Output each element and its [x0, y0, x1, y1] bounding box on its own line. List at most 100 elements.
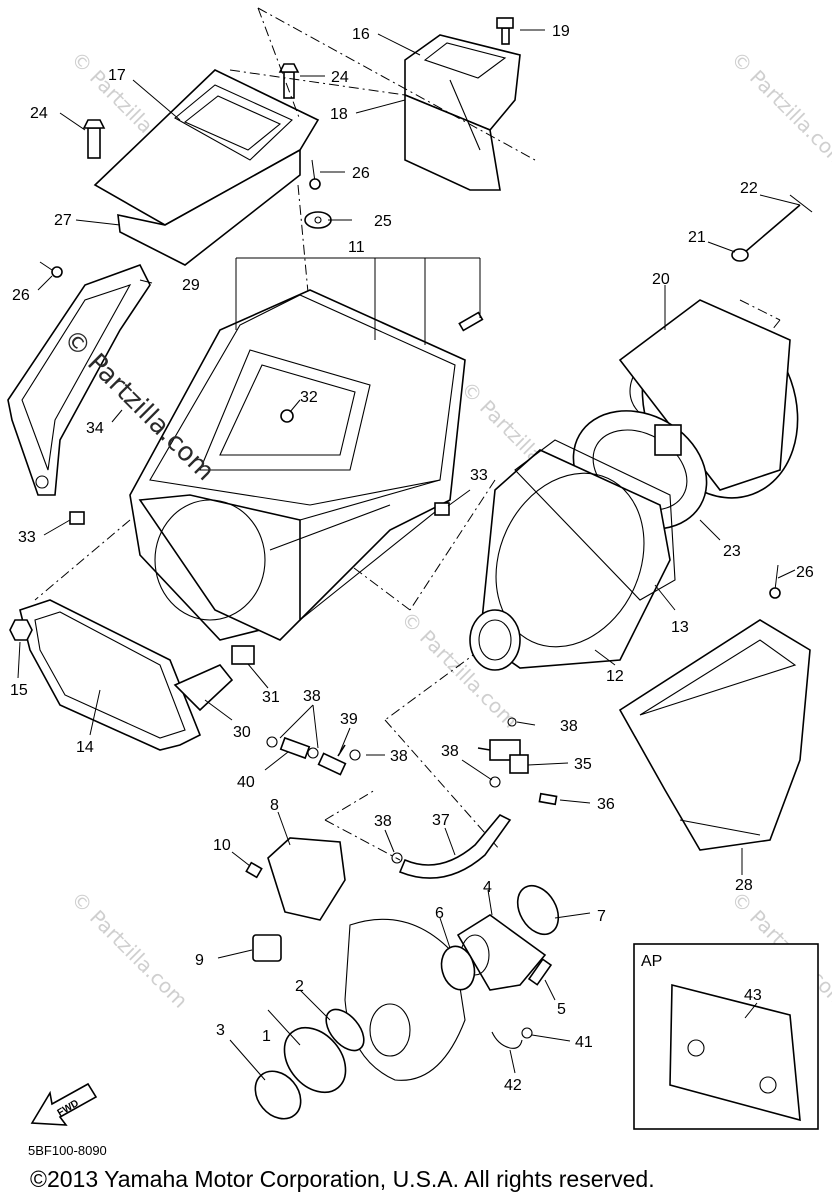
engine-outline — [344, 918, 466, 1081]
label-14: 14 — [76, 739, 94, 756]
label-13: 13 — [671, 619, 689, 636]
label-26-left: 26 — [12, 287, 30, 304]
label-38-a: 38 — [303, 688, 321, 705]
label-24-right: 24 — [331, 69, 349, 86]
rivet-26-right — [769, 564, 781, 599]
label-38-e: 38 — [374, 813, 392, 830]
gasket-6 — [440, 945, 476, 991]
label-38-c: 38 — [560, 718, 578, 735]
bolt-22 — [744, 194, 813, 253]
svg-text:© Partzilla.com: © Partzilla.com — [66, 887, 192, 1013]
diagram-code: 5BF100-8090 — [28, 1143, 107, 1158]
label-4: 4 — [483, 879, 492, 896]
clamp-7 — [516, 884, 560, 936]
label-36: 36 — [597, 796, 615, 813]
nut-15 — [9, 619, 33, 641]
label-40: 40 — [237, 774, 255, 791]
rivet-26-left — [39, 261, 63, 278]
label-31: 31 — [262, 689, 280, 706]
label-33-right: 33 — [470, 467, 488, 484]
label-16: 16 — [352, 26, 370, 43]
label-22: 22 — [740, 180, 758, 197]
label-33-left: 33 — [18, 529, 36, 546]
label-42: 42 — [504, 1077, 522, 1094]
label-30: 30 — [233, 724, 251, 741]
label-26-top: 26 — [352, 165, 370, 182]
label-41: 41 — [575, 1034, 593, 1051]
label-11: 11 — [348, 239, 365, 256]
label-7: 7 — [597, 908, 606, 925]
label-9: 9 — [195, 952, 204, 969]
assembly-guide-lines — [34, 7, 781, 861]
bolt-24-left — [82, 119, 106, 159]
hose-40 — [279, 736, 311, 760]
air-box-11 — [129, 289, 466, 641]
label-21: 21 — [688, 229, 706, 246]
label-17: 17 — [108, 67, 126, 84]
hose-37 — [398, 814, 512, 879]
stay-33-right — [434, 502, 450, 516]
rivet-26-top — [309, 159, 321, 190]
label-6: 6 — [435, 905, 444, 922]
label-2: 2 — [295, 978, 304, 995]
band-41 — [521, 1027, 533, 1039]
label-37: 37 — [432, 812, 450, 829]
bolt-11 — [458, 311, 484, 332]
label-24-left: 24 — [30, 105, 48, 122]
cover-8 — [267, 837, 346, 921]
pipe-30 — [173, 664, 234, 712]
seal-13 — [514, 439, 676, 601]
fwd-arrow-icon — [30, 1082, 98, 1126]
bolt-36 — [538, 792, 558, 806]
bolt-24-right — [278, 63, 300, 99]
screw-19 — [496, 17, 514, 45]
label-32: 32 — [300, 389, 318, 406]
bolt-5 — [527, 958, 553, 986]
stay-33-left — [69, 511, 85, 525]
label-10: 10 — [213, 837, 231, 854]
label-12: 12 — [606, 668, 624, 685]
label-28: 28 — [735, 877, 753, 894]
inset-ap — [633, 943, 819, 1130]
clamp-38-set — [266, 717, 517, 864]
part-labels: 1 2 3 4 5 6 7 8 9 10 11 12 13 14 15 16 1… — [10, 23, 814, 1119]
label-43: 43 — [744, 987, 762, 1004]
damper-31 — [231, 645, 255, 665]
label-35: 35 — [574, 756, 592, 773]
side-cover-28 — [618, 619, 811, 851]
label-20: 20 — [652, 271, 670, 288]
label-15: 15 — [10, 682, 28, 699]
label-19: 19 — [552, 23, 570, 40]
label-8: 8 — [270, 797, 279, 814]
label-27: 27 — [54, 212, 72, 229]
joint-39 — [317, 744, 347, 776]
label-34: 34 — [86, 420, 104, 437]
joint-14 — [19, 599, 202, 751]
label-23: 23 — [723, 543, 741, 560]
label-18: 18 — [330, 106, 348, 123]
clip-42 — [491, 1031, 523, 1049]
washer-21 — [731, 248, 749, 262]
filter-case-12 — [469, 449, 671, 671]
label-29: 29 — [182, 277, 200, 294]
label-38-d: 38 — [441, 743, 459, 760]
valve-35 — [477, 739, 529, 774]
grommet-25 — [304, 211, 332, 229]
label-38-b: 38 — [390, 748, 408, 765]
label-3: 3 — [216, 1022, 225, 1039]
band-1 — [283, 1026, 347, 1094]
intake-duct-16 — [404, 34, 521, 191]
leader-lines — [17, 29, 801, 1081]
clamp-2 — [325, 1008, 365, 1052]
side-cover-29 — [7, 264, 151, 496]
label-25: 25 — [374, 213, 392, 230]
damper-9 — [252, 934, 282, 962]
plug-32 — [280, 409, 294, 423]
copyright-notice: ©2013 Yamaha Motor Corporation, U.S.A. A… — [30, 1166, 655, 1192]
svg-text:© Partzilla.com: © Partzilla.com — [726, 47, 832, 173]
label-26-right: 26 — [796, 564, 814, 581]
inset-title: AP — [641, 953, 662, 970]
label-1: 1 — [262, 1028, 271, 1045]
label-5: 5 — [557, 1001, 566, 1018]
